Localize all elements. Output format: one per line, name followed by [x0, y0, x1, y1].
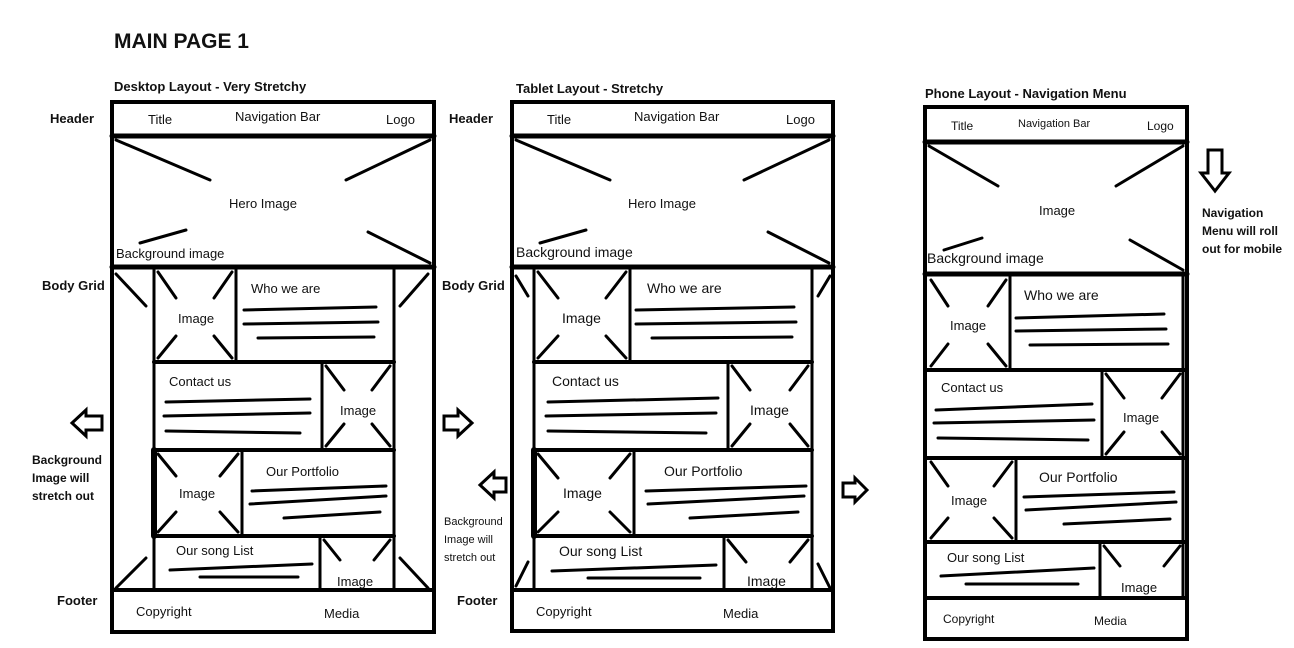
phone-nav-bar: Navigation Bar [1018, 118, 1090, 130]
stretch-note-1-line-3: stretch out [32, 489, 94, 503]
nav-menu-note-line-2: Menu will roll [1202, 224, 1278, 238]
phone-who-we-are: Who we are [1024, 287, 1099, 303]
desktop-contact-us: Contact us [169, 374, 232, 389]
tablet-song-image: Image [747, 573, 786, 589]
tablet-title: Title [547, 112, 571, 127]
desktop-contact-image: Image [340, 403, 376, 418]
stretch-note-2: Background Image will stretch out [444, 516, 503, 564]
phone-background-image: Background image [927, 250, 1044, 266]
tablet-contact-us: Contact us [552, 373, 619, 389]
tablet-copyright: Copyright [536, 604, 592, 619]
tablet-layout: Tablet Layout - Stretchy Title Navigatio… [509, 81, 836, 633]
desktop-nav-bar: Navigation Bar [235, 109, 321, 124]
label-body-grid: Body Grid [42, 278, 105, 293]
nav-menu-note: Navigation Menu will roll out for mobile [1202, 206, 1282, 256]
stretch-note-2-line-2: Image will [444, 534, 493, 546]
desktop-title: Title [148, 112, 172, 127]
desktop-hero-image: Hero Image [229, 196, 297, 211]
desktop-song-image: Image [337, 574, 373, 589]
stretch-note-1-line-2: Image will [32, 471, 89, 485]
desktop-frame [110, 100, 436, 634]
arrow-right-icon [442, 406, 475, 440]
desktop-our-song-list: Our song List [176, 543, 254, 558]
desktop-copyright: Copyright [136, 604, 192, 619]
tablet-background-image: Background image [516, 244, 633, 260]
arrow-right-icon-2 [841, 474, 870, 506]
phone-who-image: Image [950, 318, 986, 333]
tablet-logo: Logo [786, 112, 815, 127]
desktop-background-image: Background image [116, 246, 224, 261]
phone-song-image: Image [1121, 580, 1157, 595]
tablet-our-portfolio: Our Portfolio [664, 463, 743, 479]
stretch-note-2-line-1: Background [444, 516, 503, 528]
stretch-note-1: Background Image will stretch out [32, 453, 102, 503]
tablet-nav-bar: Navigation Bar [634, 109, 720, 124]
phone-layout: Phone Layout - Navigation Menu Title Nav… [922, 86, 1190, 641]
tablet-hero-image: Hero Image [628, 196, 696, 211]
stretch-note-2-line-3: stretch out [444, 552, 495, 564]
tablet-who-image: Image [562, 310, 601, 326]
phone-logo: Logo [1147, 119, 1174, 133]
phone-contact-image: Image [1123, 410, 1159, 425]
tablet-contact-image: Image [750, 402, 789, 418]
phone-our-portfolio: Our Portfolio [1039, 469, 1118, 485]
phone-heading: Phone Layout - Navigation Menu [925, 86, 1127, 101]
desktop-portfolio-image: Image [179, 486, 215, 501]
phone-contact-us: Contact us [941, 380, 1004, 395]
label-footer-2: Footer [457, 593, 497, 608]
desktop-our-portfolio: Our Portfolio [266, 464, 339, 479]
tablet-who-we-are: Who we are [647, 280, 722, 296]
phone-portfolio-image: Image [951, 493, 987, 508]
nav-menu-note-line-3: out for mobile [1202, 242, 1282, 256]
tablet-media: Media [723, 606, 759, 621]
main-title: MAIN PAGE 1 [114, 30, 249, 53]
desktop-who-we-are: Who we are [251, 281, 320, 296]
label-header-2: Header [449, 111, 493, 126]
nav-menu-note-line-1: Navigation [1202, 206, 1263, 220]
arrow-left-icon [69, 406, 104, 440]
phone-frame [923, 105, 1189, 641]
phone-our-song-list: Our song List [947, 550, 1025, 565]
phone-media: Media [1094, 614, 1127, 628]
phone-hero-image: Image [1039, 203, 1075, 218]
desktop-who-image: Image [178, 311, 214, 326]
desktop-logo: Logo [386, 112, 415, 127]
label-body-grid-2: Body Grid [442, 278, 505, 293]
tablet-our-song-list: Our song List [559, 543, 642, 559]
label-footer: Footer [57, 593, 97, 608]
desktop-heading: Desktop Layout - Very Stretchy [114, 79, 307, 94]
desktop-media: Media [324, 606, 360, 621]
desktop-layout: Desktop Layout - Very Stretchy Title Nav… [109, 79, 437, 634]
phone-copyright: Copyright [943, 612, 995, 626]
tablet-portfolio-image: Image [563, 485, 602, 501]
tablet-heading: Tablet Layout - Stretchy [516, 81, 664, 96]
stretch-note-1-line-1: Background [32, 453, 102, 467]
label-header: Header [50, 111, 94, 126]
tablet-frame [510, 100, 835, 633]
arrow-down-icon [1197, 148, 1233, 194]
phone-title: Title [951, 119, 974, 133]
arrow-left-icon-2 [477, 468, 508, 502]
